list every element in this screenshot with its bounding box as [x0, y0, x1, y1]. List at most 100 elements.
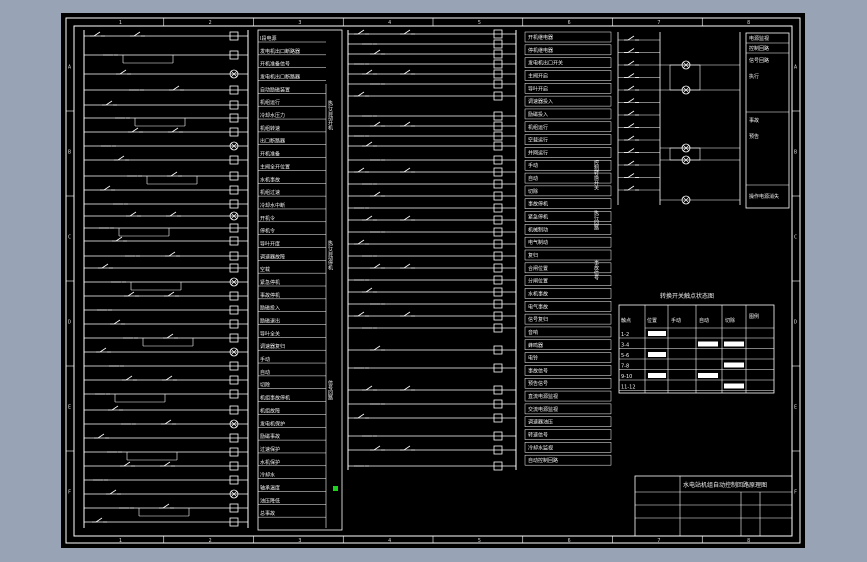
- grid-row-label: F: [68, 490, 71, 496]
- right-label: 并网运行: [528, 149, 548, 156]
- left-label: 发电机保护: [260, 420, 285, 427]
- table-contact-mark: [724, 341, 744, 347]
- left-ladder-circuit: [83, 30, 249, 528]
- grid-row-label: F: [794, 490, 797, 496]
- left-label-list: Ⅰ段电源发电机出口断路器开机准备信号发电机出口断路器自动励磁装置机组运行冷却水压…: [258, 35, 333, 528]
- grid-column-label: 7: [657, 20, 660, 26]
- relay-coil: [493, 179, 503, 189]
- relay-coil: [493, 461, 503, 471]
- wire: [103, 185, 111, 191]
- grid-row-label: A: [794, 65, 797, 71]
- grid-row-label: B: [68, 150, 71, 156]
- relay-coil: [229, 475, 239, 485]
- wire: [167, 291, 175, 297]
- lamp-frame: [669, 147, 701, 161]
- wire: [111, 405, 119, 411]
- wire: [168, 251, 176, 257]
- selection-marker: [333, 486, 338, 491]
- right-label-list: 开机继电器停机继电器发电机出口开关主阀开启导叶开启调速器投入励磁投入机组运行空载…: [524, 31, 612, 466]
- right-label: 水机事故: [528, 290, 548, 297]
- drawing-sheet: [61, 13, 805, 548]
- relay-coil: [493, 299, 503, 309]
- relay-coil: [493, 69, 503, 79]
- right-label: 调速器油压: [528, 419, 553, 426]
- grid-column-label: 6: [568, 538, 571, 544]
- wire: [403, 215, 411, 221]
- left-label: 过速保护: [260, 446, 280, 453]
- left-label: 励磁投入: [260, 305, 280, 312]
- wire: [403, 121, 411, 127]
- right-label-box: [524, 249, 612, 261]
- wire: [230, 420, 238, 428]
- table-contact-mark: [724, 362, 744, 368]
- left-group-label: 执行自动停机: [327, 239, 333, 271]
- right-label-box: [524, 339, 612, 351]
- wire: [365, 385, 373, 391]
- relay-coil: [229, 319, 239, 329]
- left-label: 紧急停机: [260, 279, 280, 286]
- wire: [95, 517, 103, 523]
- right-label: 导叶开启: [528, 85, 548, 92]
- wire: [357, 91, 365, 97]
- left-label: 冷却水中断: [260, 202, 285, 209]
- right-label-box: [524, 365, 612, 376]
- grid-column-label: 1: [119, 20, 122, 26]
- right-group-label: 控制转换开关: [593, 159, 599, 191]
- wire: [627, 35, 635, 41]
- relay-coil: [493, 167, 503, 177]
- wire: [125, 375, 133, 381]
- indicator-lamp: [229, 277, 239, 287]
- wire: [627, 135, 635, 141]
- table-header: 手动: [671, 317, 681, 324]
- wire: [357, 413, 365, 419]
- left-group-label: 信号回路: [327, 379, 333, 401]
- wire: [365, 141, 373, 147]
- wire: [113, 319, 121, 325]
- left-label: 轴承温度: [260, 484, 280, 491]
- right-label: 分闸位置: [528, 278, 548, 285]
- wire: [373, 49, 381, 55]
- table-header: 自动: [699, 317, 709, 324]
- left-label: 励磁退出: [260, 318, 280, 325]
- wire: [403, 167, 411, 173]
- left-label: 开机准备信号: [260, 61, 290, 68]
- wire: [109, 489, 117, 495]
- wire: [129, 211, 137, 217]
- right-label: 冷却水监视: [528, 444, 553, 451]
- right-label: 紧急停机: [528, 214, 548, 221]
- indicator-lamp: [229, 69, 239, 79]
- relay-coil: [493, 191, 503, 201]
- table-title: 转换开关触点状态图: [660, 292, 714, 300]
- left-label: Ⅰ段电源: [260, 35, 276, 42]
- relay-coil: [493, 79, 503, 89]
- table-header: 位置: [647, 317, 657, 324]
- switch-table-grid: 触点位置手动自动切除图例1-23-45-67-89-1011-12: [619, 305, 774, 393]
- wire: [627, 98, 635, 103]
- grid-row-label: E: [68, 405, 71, 411]
- lamp-circuit: [617, 32, 741, 205]
- right-label: 事故信号: [528, 367, 548, 374]
- left-label: 发电机出口断路器: [260, 74, 300, 81]
- left-label: 水机事故: [260, 176, 280, 183]
- right-label: 信号复归: [528, 316, 548, 323]
- left-label: 出口断路器: [260, 138, 285, 145]
- relay-coil: [229, 100, 239, 110]
- wire: [163, 461, 171, 467]
- right-label-box: [524, 236, 612, 248]
- left-label: 切除: [260, 382, 270, 389]
- left-label: 油压降低: [260, 497, 280, 504]
- relay-coil: [493, 141, 503, 151]
- right-label-box: [524, 224, 612, 235]
- grid-column-label: 3: [298, 20, 301, 26]
- right-label-box: [524, 288, 612, 299]
- table-header: 触点: [621, 317, 631, 324]
- wire: [170, 171, 178, 177]
- right-label: 调速器投入: [528, 98, 553, 105]
- right-label: 事故停机: [528, 201, 548, 208]
- wire: [627, 110, 635, 116]
- right-label: 预告信号: [528, 380, 548, 387]
- left-label: 空载: [260, 266, 270, 273]
- table-row-label: 5-6: [621, 353, 629, 359]
- wire: [627, 123, 635, 128]
- relay-coil: [493, 287, 503, 297]
